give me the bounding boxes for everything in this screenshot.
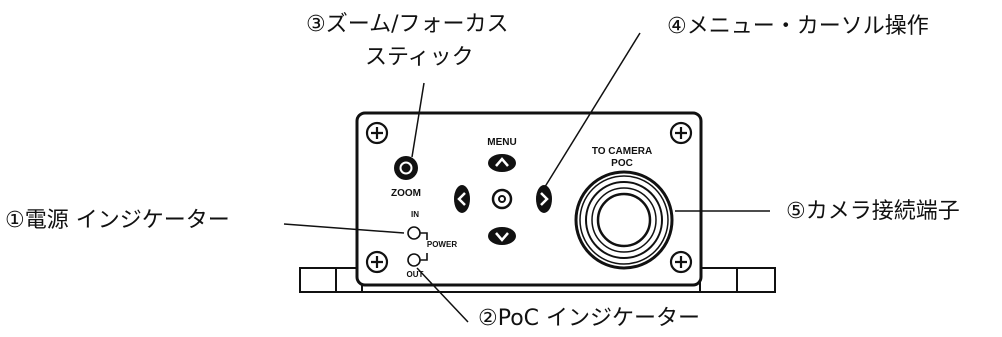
callout-zoom-focus-line1: ③ズーム/フォーカス bbox=[306, 12, 509, 37]
callout-camera-terminal: ⑤カメラ接続端子 bbox=[786, 199, 960, 224]
arrow-left-icon[interactable] bbox=[454, 185, 470, 213]
zoom-label: ZOOM bbox=[391, 188, 421, 199]
screw-plus-icon bbox=[669, 250, 693, 274]
menu-label: MENU bbox=[487, 137, 517, 148]
callout-zoom-focus-line2: スティック bbox=[365, 45, 474, 70]
arrow-down-icon[interactable] bbox=[488, 227, 516, 245]
callout-menu-cursor: ④メニュー・カーソル操作 bbox=[667, 14, 929, 39]
out-label: OUT bbox=[406, 270, 424, 279]
led-icon bbox=[407, 253, 428, 267]
arrow-up-icon[interactable] bbox=[488, 154, 516, 172]
power-label: POWER bbox=[426, 240, 458, 249]
screw-plus-icon bbox=[365, 121, 389, 145]
leader-lines bbox=[283, 32, 770, 323]
screw-plus-icon bbox=[365, 250, 389, 274]
led-icon bbox=[407, 226, 428, 240]
callout-poc-indicator: ②PoC インジケーター bbox=[478, 306, 701, 331]
poc-label: POC bbox=[611, 158, 633, 169]
arrow-right-icon[interactable] bbox=[536, 185, 552, 213]
callout-power-indicator: ①電源 インジケーター bbox=[5, 208, 230, 233]
zoom-focus-stick[interactable] bbox=[394, 156, 418, 180]
screw-plus-icon bbox=[669, 121, 693, 145]
center-button-icon[interactable] bbox=[491, 188, 513, 210]
to-camera-label: TO CAMERA bbox=[591, 146, 653, 157]
bnc-connector-icon bbox=[574, 170, 674, 270]
in-label: IN bbox=[411, 210, 419, 219]
